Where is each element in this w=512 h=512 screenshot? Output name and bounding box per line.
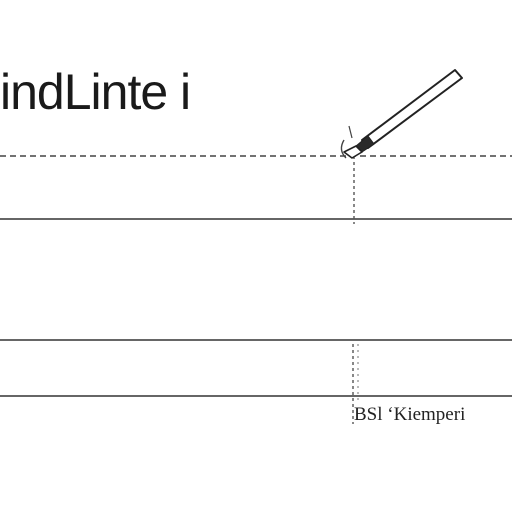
page-title: indLinte i [0, 64, 191, 120]
caption-label: BSl ‘Kiemperi [354, 404, 466, 425]
pen-icon [340, 69, 463, 159]
